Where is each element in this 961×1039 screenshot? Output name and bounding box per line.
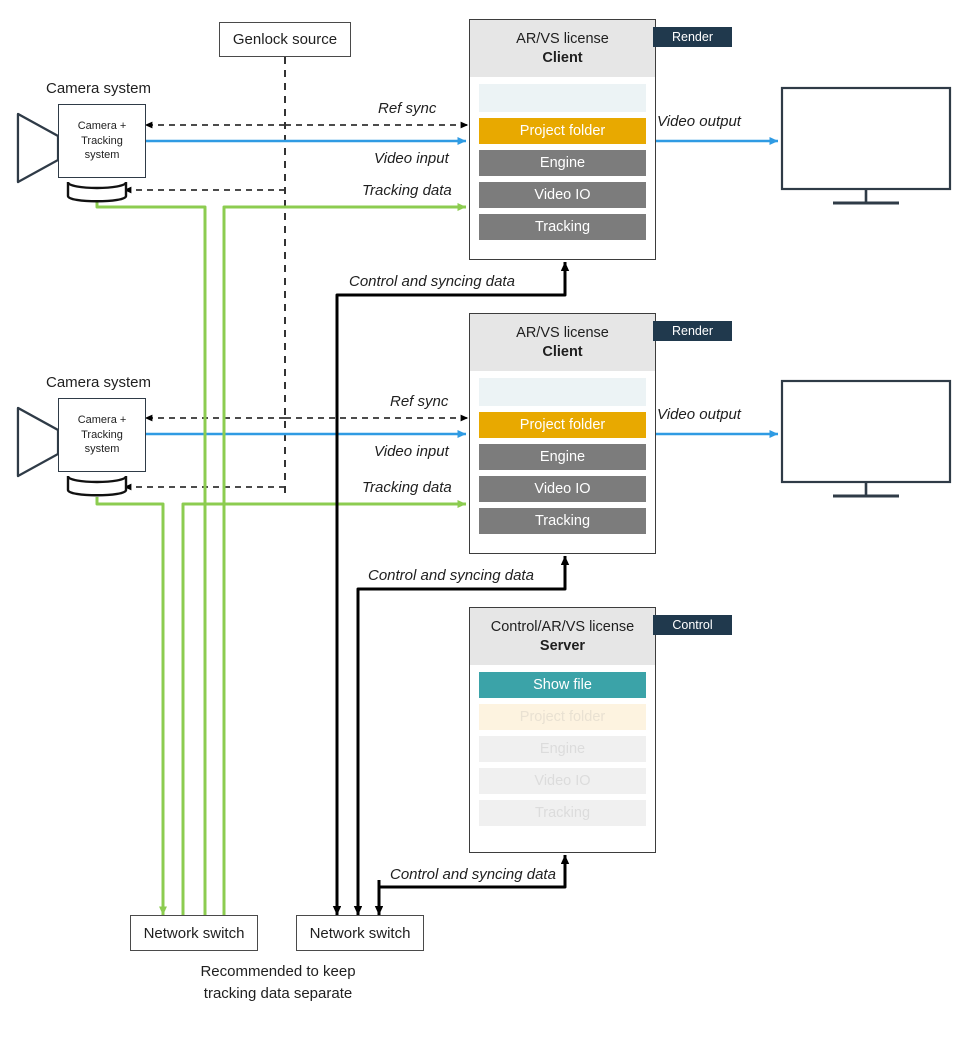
machine-client-2-badge: Render [653, 321, 732, 341]
control-into-switch [332, 880, 384, 916]
machine-client-1-row-tracking[interactable]: Tracking [479, 214, 646, 241]
machine-client-1-license: AR/VS license [516, 31, 609, 47]
machine-server-row-video-io[interactable]: Video IO [479, 768, 646, 795]
tracking-net-2 [95, 497, 467, 916]
network-switch-control-label: Network switch [309, 924, 411, 942]
machine-client-1[interactable]: AR/VS license Client Project folder Engi… [469, 19, 656, 260]
footnote-line-2: tracking data separate [203, 984, 353, 1002]
machine-client-1-row-video-io[interactable]: Video IO [479, 182, 646, 209]
machine-client-1-row-engine[interactable]: Engine [479, 150, 646, 177]
tracking-net-1 [95, 200, 467, 915]
machine-client-1-badge-label: Render [672, 30, 713, 44]
network-switch-tracking[interactable]: Network switch [130, 915, 258, 951]
camera-system-1-title: Camera system [46, 80, 152, 97]
machine-server-row-tracking[interactable]: Tracking [479, 800, 646, 827]
machine-client-2-row-tracking[interactable]: Tracking [479, 508, 646, 535]
monitor-2 [780, 379, 952, 498]
machine-server-license: Control/AR/VS license [490, 619, 635, 635]
machine-server-badge-label: Control [672, 618, 713, 632]
tracking-data-label-2: Tracking data [362, 479, 452, 496]
network-switch-control[interactable]: Network switch [296, 915, 424, 951]
network-switch-tracking-label: Network switch [143, 924, 245, 942]
camera-puck-2 [66, 474, 128, 497]
video-input-label-1: Video input [374, 150, 449, 167]
machine-client-1-role: Client [542, 49, 583, 66]
camera-icon-1 [16, 112, 60, 184]
genlock-source-box[interactable]: Genlock source [219, 22, 351, 57]
machine-server-row-show-file[interactable]: Show file [479, 672, 646, 699]
machine-client-2-header: AR/VS license Client [470, 314, 655, 372]
machine-client-2[interactable]: AR/VS license Client Project folder Engi… [469, 313, 656, 554]
ref-sync-label-1: Ref sync [378, 100, 437, 117]
machine-client-1-row-project-folder[interactable]: Project folder [479, 118, 646, 145]
monitor-1 [780, 86, 952, 205]
genlock-source-label: Genlock source [232, 31, 338, 48]
footnote-line-1: Recommended to keep [200, 963, 356, 980]
machine-client-2-role: Client [542, 343, 583, 360]
camera-puck-1 [66, 180, 128, 203]
machine-server-row-project-folder[interactable]: Project folder [479, 704, 646, 731]
machine-client-2-license: AR/VS license [516, 325, 609, 341]
machine-client-2-row-engine[interactable]: Engine [479, 444, 646, 471]
machine-client-1-rows: Project folder Engine Video IO Tracking [470, 77, 655, 249]
control-link-server [377, 854, 570, 915]
control-sync-label-server: Control and syncing data [390, 866, 556, 883]
video-input-label-2: Video input [374, 443, 449, 460]
machine-server-row-engine[interactable]: Engine [479, 736, 646, 763]
ref-sync-label-2: Ref sync [390, 393, 449, 410]
control-sync-label-1: Control and syncing data [349, 273, 515, 290]
machine-server-rows: Show file Project folder Engine Video IO… [470, 665, 655, 835]
machine-client-2-row-video-io[interactable]: Video IO [479, 476, 646, 503]
machine-server-badge: Control [653, 615, 732, 635]
machine-client-1-badge: Render [653, 27, 732, 47]
machine-server[interactable]: Control/AR/VS license Server Show file P… [469, 607, 656, 853]
video-output-label-2: Video output [657, 406, 741, 423]
camera-icon-2 [16, 406, 60, 478]
machine-client-1-header: AR/VS license Client [470, 20, 655, 78]
footnote: Recommended to keep tracking data separa… [150, 961, 406, 1005]
machine-client-1-row-blank[interactable] [479, 84, 646, 113]
control-sync-label-2: Control and syncing data [368, 567, 534, 584]
machine-client-2-rows: Project folder Engine Video IO Tracking [470, 371, 655, 543]
video-output-label-1: Video output [657, 113, 741, 130]
machine-server-role: Server [539, 637, 586, 654]
machine-server-header: Control/AR/VS license Server [470, 608, 655, 666]
machine-client-2-row-blank[interactable] [479, 378, 646, 407]
tracking-data-label-1: Tracking data [362, 182, 452, 199]
machine-client-2-row-project-folder[interactable]: Project folder [479, 412, 646, 439]
machine-client-2-badge-label: Render [672, 324, 713, 338]
camera-system-2-title: Camera system [46, 374, 152, 391]
